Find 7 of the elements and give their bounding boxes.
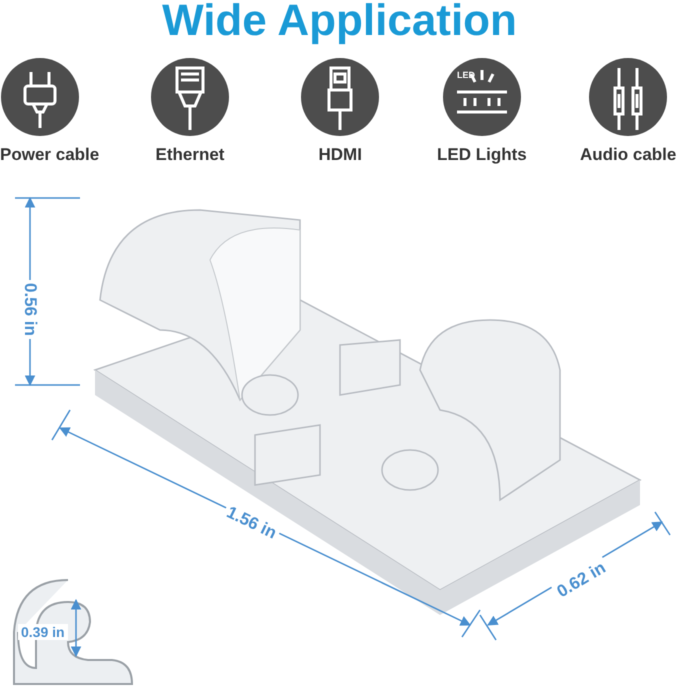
title: Wide Application (161, 0, 518, 46)
icon-caption: Audio cable (580, 145, 676, 165)
dimension-label: 0.39 in (18, 624, 68, 640)
icon-caption: Ethernet (156, 145, 224, 165)
icon-caption: HDMI (318, 145, 362, 165)
icon-caption: LED Lights (437, 145, 527, 165)
icon-caption: Power cable (0, 145, 100, 165)
